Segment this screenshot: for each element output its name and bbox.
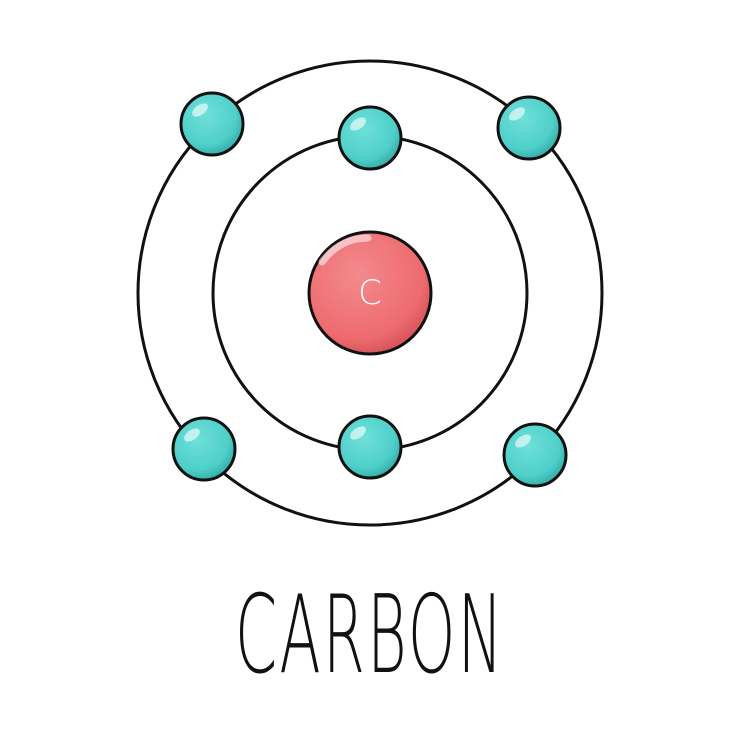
element-name-title: CARBON: [235, 573, 505, 698]
outer-orbit: [136, 59, 604, 527]
electron-outer-top-left: [179, 91, 245, 157]
electron-outer-bottom-left: [171, 416, 237, 482]
electron-inner-bottom: [337, 414, 403, 480]
electron-outer-top-right: [496, 95, 562, 161]
nucleus-symbol: C: [358, 273, 382, 313]
nucleus: C: [307, 230, 433, 356]
electron-outer-bottom-right: [502, 422, 568, 488]
electron-inner-top: [337, 105, 403, 171]
